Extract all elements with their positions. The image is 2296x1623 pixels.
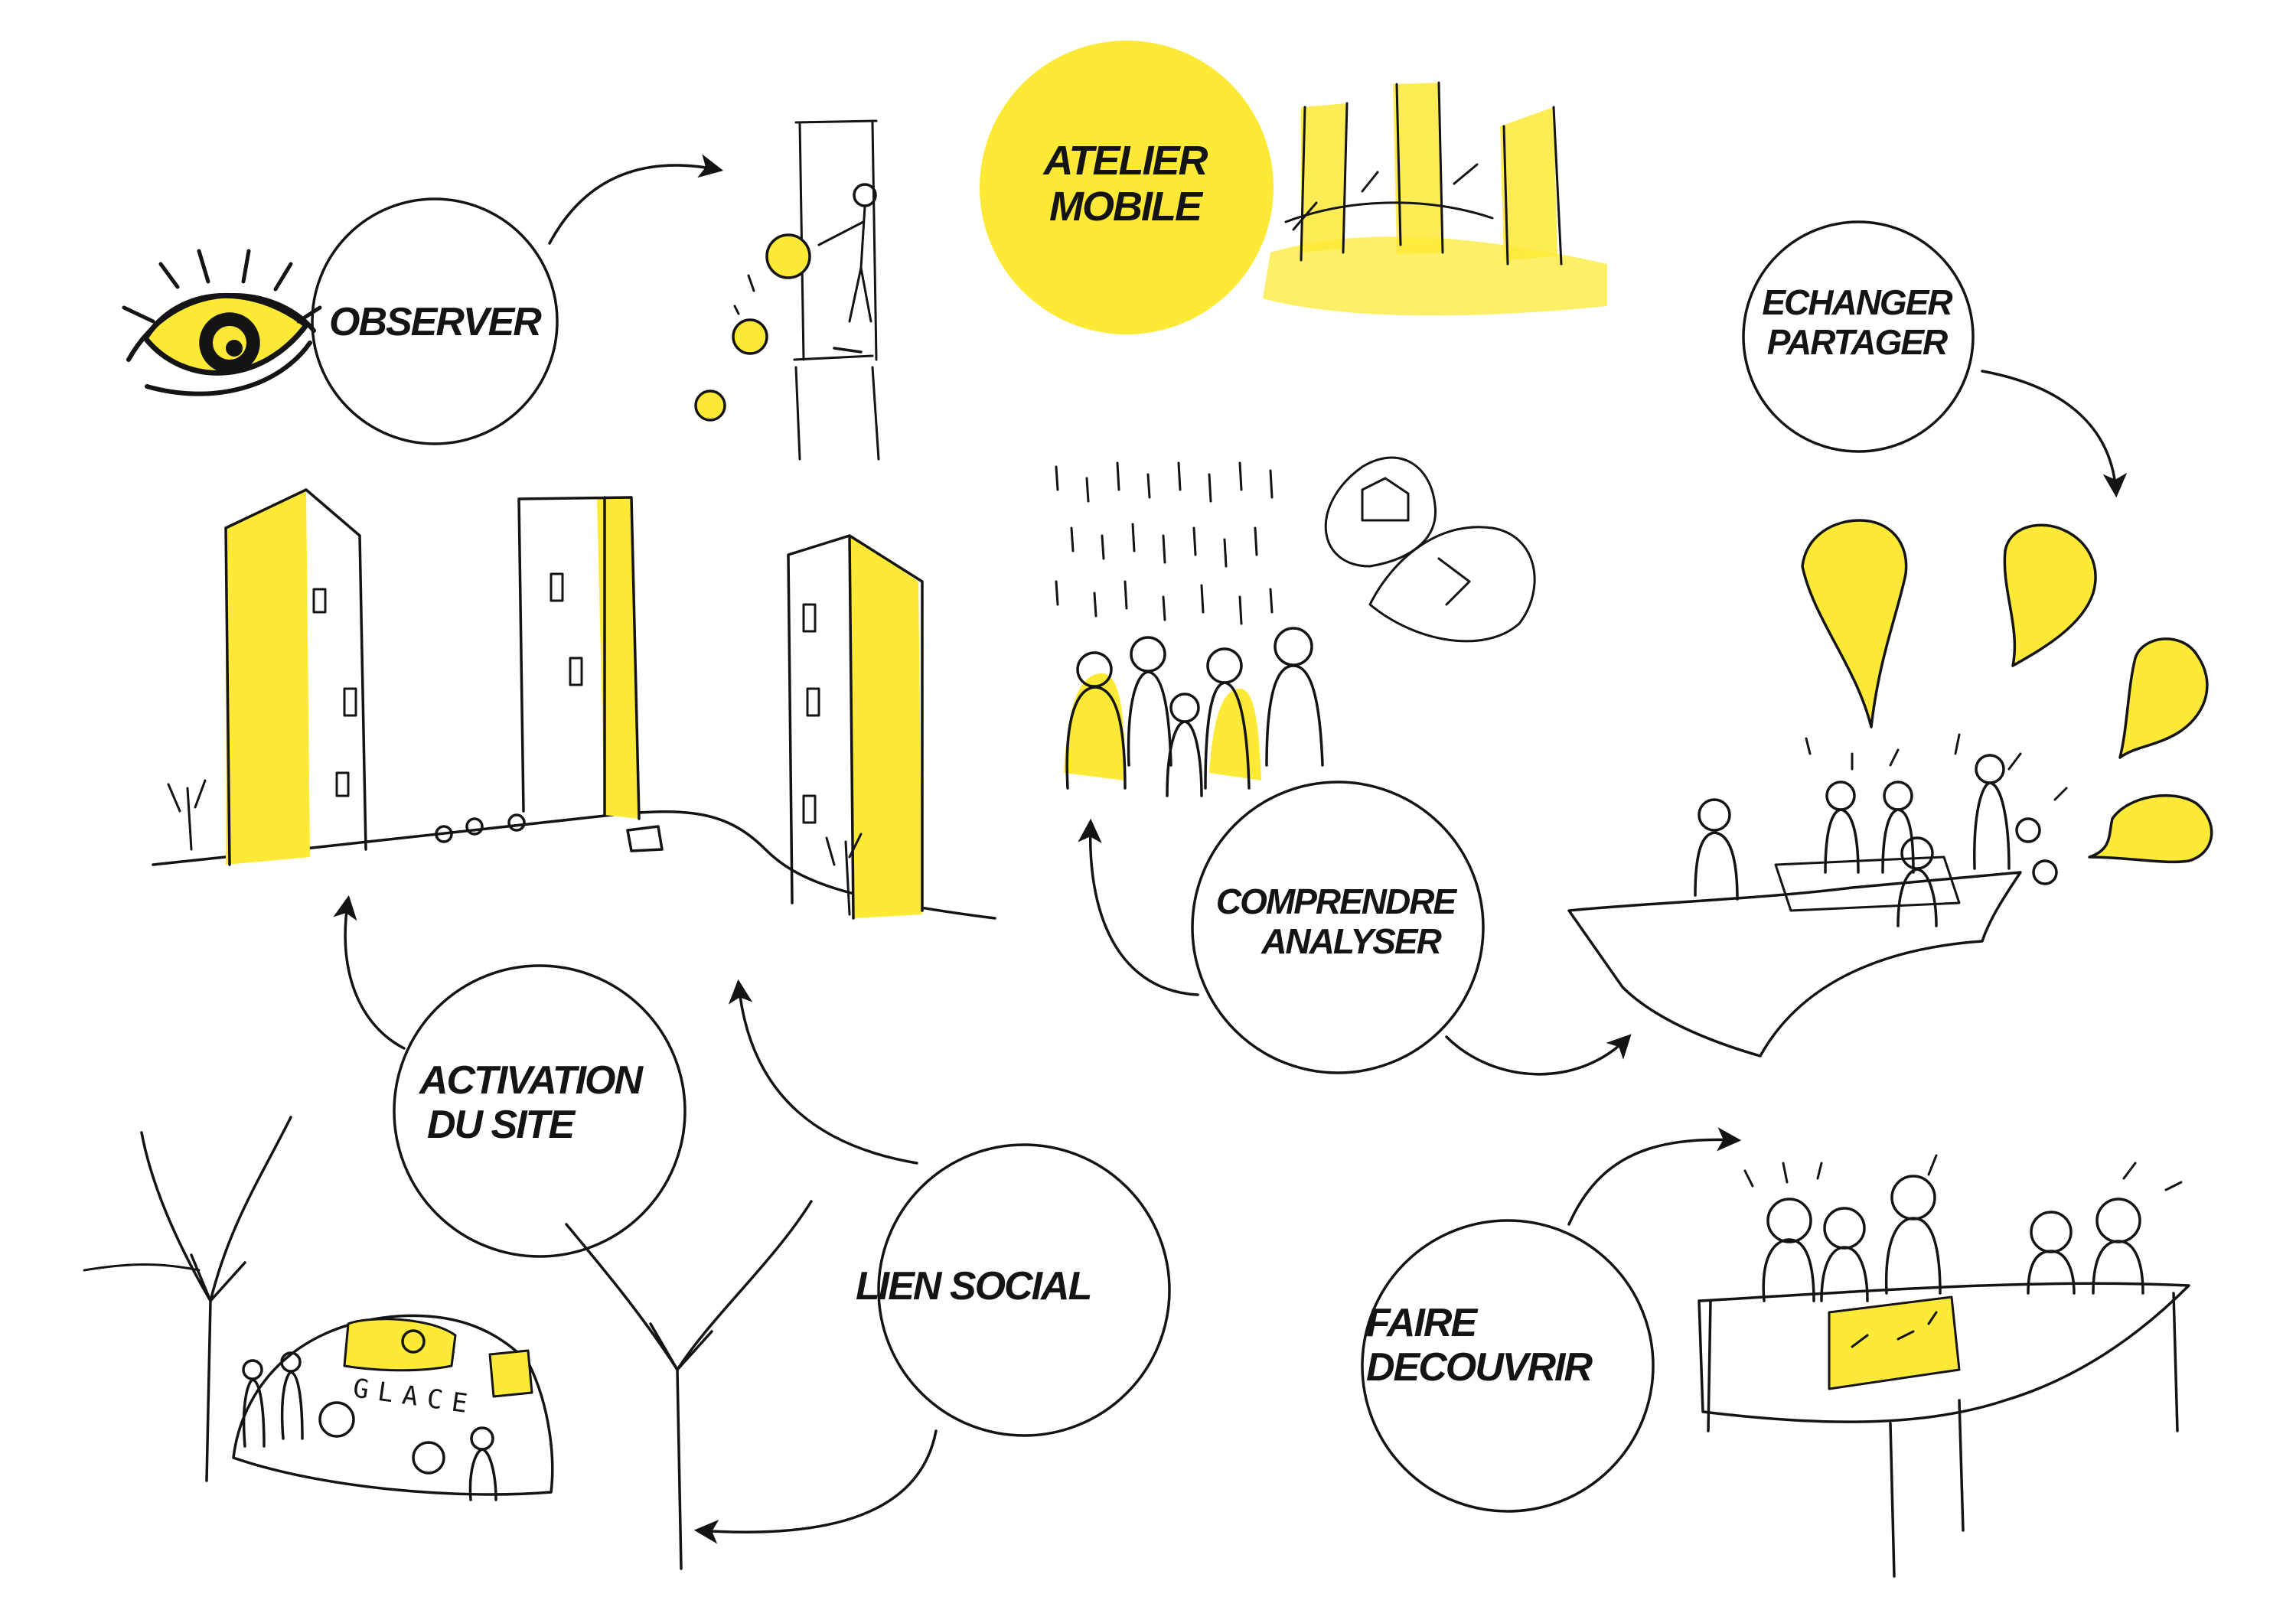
node-comprendre-circle <box>1191 781 1485 1074</box>
rain-crowd-sketch <box>1055 456 1536 797</box>
eye-icon <box>122 249 322 396</box>
arrow-faire-to-meeting <box>1567 1127 1742 1226</box>
arrow-lien-to-van <box>693 1429 938 1544</box>
node-observer-label: OBSERVER <box>329 300 542 344</box>
node-faire-circle <box>1361 1219 1655 1513</box>
node-echanger-label: ECHANGER PARTAGER <box>1762 282 1952 362</box>
arrow-observer-to-sketch <box>548 154 724 245</box>
arrow-comprendre-to-crowd <box>1078 818 1199 996</box>
node-atelier-circle <box>980 41 1274 334</box>
arrow-lien-to-towers <box>728 979 918 1165</box>
facade-climber-sketch <box>694 119 880 461</box>
node-activation-circle <box>393 964 687 1258</box>
node-activation-label: ACTIVATION DU SITE <box>419 1058 643 1148</box>
towers-landscape-sketch <box>152 488 996 920</box>
node-echanger-circle <box>1742 220 1975 453</box>
atelier-towers-sketch <box>1263 81 1607 316</box>
arrow-echanger-to-table <box>1981 370 2128 498</box>
sharing-table-sketch <box>1567 519 2213 1058</box>
node-lien-social-label: LIEN SOCIAL <box>856 1264 1092 1309</box>
arrow-comprendre-to-table <box>1445 1034 1632 1076</box>
node-observer-circle <box>311 197 559 445</box>
meeting-table-sketch <box>1698 1154 2190 1578</box>
node-lien-social-circle <box>877 1143 1171 1437</box>
node-atelier-label: ATELIER MOBILE <box>1043 138 1208 230</box>
node-faire-decouvrir-label: FAIRE DECOUVRIR <box>1366 1301 1593 1390</box>
arrow-activation-to-towers <box>333 895 406 1050</box>
van-lettering: GLACE <box>351 1373 478 1420</box>
node-comprendre-label: COMPRENDRE ANALYSER <box>1215 882 1456 961</box>
icecream-van-sketch: GLACE <box>83 1116 813 1570</box>
